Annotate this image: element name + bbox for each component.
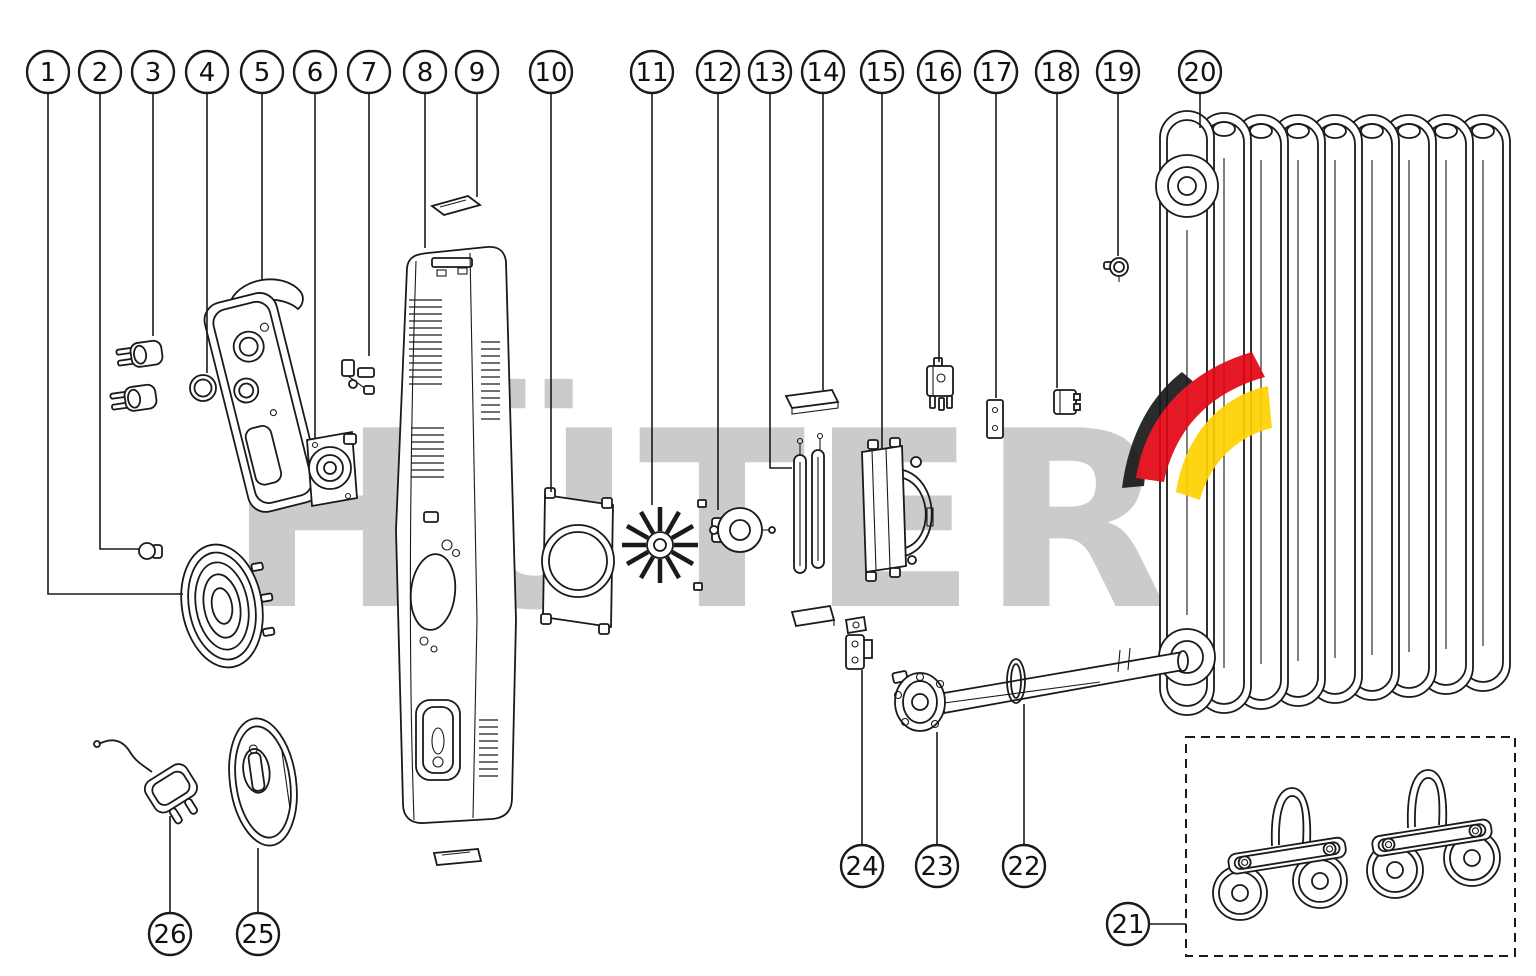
caster-box-outline [1185, 736, 1516, 957]
callout-12: 12 [695, 49, 741, 95]
part-15-mounting-bracket [861, 437, 934, 582]
part-13-heating-element-ptc [793, 432, 825, 574]
callout-5: 5 [239, 49, 285, 95]
callout-25: 25 [235, 911, 281, 957]
callout-15: 15 [859, 49, 905, 95]
callout-20: 20 [1177, 49, 1223, 95]
caster-assembly-left [1212, 787, 1348, 921]
part-20-radiator-fins [1155, 110, 1511, 716]
part-2-knob-cap [138, 542, 163, 560]
callout-18: 18 [1034, 49, 1080, 95]
svg-text:11: 11 [635, 58, 668, 88]
svg-text:19: 19 [1101, 58, 1134, 88]
part-24-cord-clamp [844, 615, 873, 670]
parts-layer [93, 110, 1516, 957]
svg-text:10: 10 [534, 58, 567, 88]
svg-text:15: 15 [865, 58, 898, 88]
callout-1: 1 [25, 49, 71, 95]
part-3-power-sockets [109, 339, 164, 412]
callout-11: 11 [629, 49, 675, 95]
svg-text:13: 13 [753, 58, 786, 88]
svg-text:14: 14 [806, 58, 839, 88]
callout-10: 10 [528, 49, 574, 95]
callout-6: 6 [292, 49, 338, 95]
callout-14: 14 [800, 49, 846, 95]
callout-2: 2 [77, 49, 123, 95]
callout-26: 26 [147, 911, 193, 957]
svg-text:16: 16 [922, 58, 955, 88]
callout-23: 23 [914, 843, 960, 889]
part-16-switch [926, 357, 954, 411]
part-6-thermostat [306, 430, 358, 508]
svg-text:4: 4 [199, 58, 216, 88]
svg-text:25: 25 [241, 920, 274, 950]
part-11-fan-impeller [622, 499, 707, 591]
part-4-ring [189, 374, 217, 402]
part-8-front-housing [395, 246, 517, 866]
part-25-rear-cover [228, 717, 298, 847]
huter-watermark-text: HÜTER [226, 378, 1173, 664]
part-7-switch-bracket [341, 359, 375, 395]
svg-text:3: 3 [145, 58, 162, 88]
svg-text:7: 7 [361, 58, 378, 88]
part-14-terminal-block [784, 389, 840, 415]
part-17-fixing-plate [986, 399, 1004, 439]
callout-13: 13 [747, 49, 793, 95]
svg-text:22: 22 [1007, 852, 1040, 882]
part-23-heating-element [891, 647, 1189, 732]
svg-text:6: 6 [307, 58, 324, 88]
svg-text:9: 9 [469, 58, 486, 88]
callout-19: 19 [1095, 49, 1141, 95]
svg-text:17: 17 [979, 58, 1012, 88]
part-1-rear-grille [180, 543, 276, 669]
part-12-fan-motor [709, 507, 776, 553]
part-10-duct-gasket [540, 487, 615, 635]
callout-8: 8 [402, 49, 448, 95]
callout-22: 22 [1001, 843, 1047, 889]
svg-text:24: 24 [845, 852, 878, 882]
svg-text:5: 5 [254, 58, 271, 88]
callout-7: 7 [346, 49, 392, 95]
callout-9: 9 [454, 49, 500, 95]
svg-text:18: 18 [1040, 58, 1073, 88]
svg-text:2: 2 [92, 58, 109, 88]
svg-text:23: 23 [920, 852, 953, 882]
svg-text:21: 21 [1111, 910, 1144, 940]
callout-21: 21 [1105, 901, 1151, 947]
part-21-caster-wheels [1185, 736, 1516, 957]
svg-text:20: 20 [1183, 58, 1216, 88]
part-26-power-plug [93, 739, 199, 825]
svg-text:8: 8 [417, 58, 434, 88]
leader-lines [47, 93, 1201, 925]
part-9-top-plate [429, 195, 483, 216]
svg-text:1: 1 [40, 58, 57, 88]
svg-text:12: 12 [701, 58, 734, 88]
huter-logo-icon [1122, 352, 1272, 500]
part-22-o-ring-gasket [1006, 658, 1026, 704]
callout-3: 3 [130, 49, 176, 95]
part-18-connector [1053, 389, 1081, 415]
svg-text:26: 26 [153, 920, 186, 950]
part-5-control-panel [203, 278, 322, 513]
callout-16: 16 [916, 49, 962, 95]
part-19-cap-nut [1103, 257, 1129, 282]
callout-17: 17 [973, 49, 1019, 95]
callout-24: 24 [839, 843, 885, 889]
terminal-block-lower [790, 604, 836, 628]
callouts-layer: 1 2 3 4 5 6 7 8 9 10 11 12 13 14 15 16 1… [25, 49, 1223, 957]
caster-assembly-right [1366, 769, 1501, 899]
callout-4: 4 [184, 49, 230, 95]
